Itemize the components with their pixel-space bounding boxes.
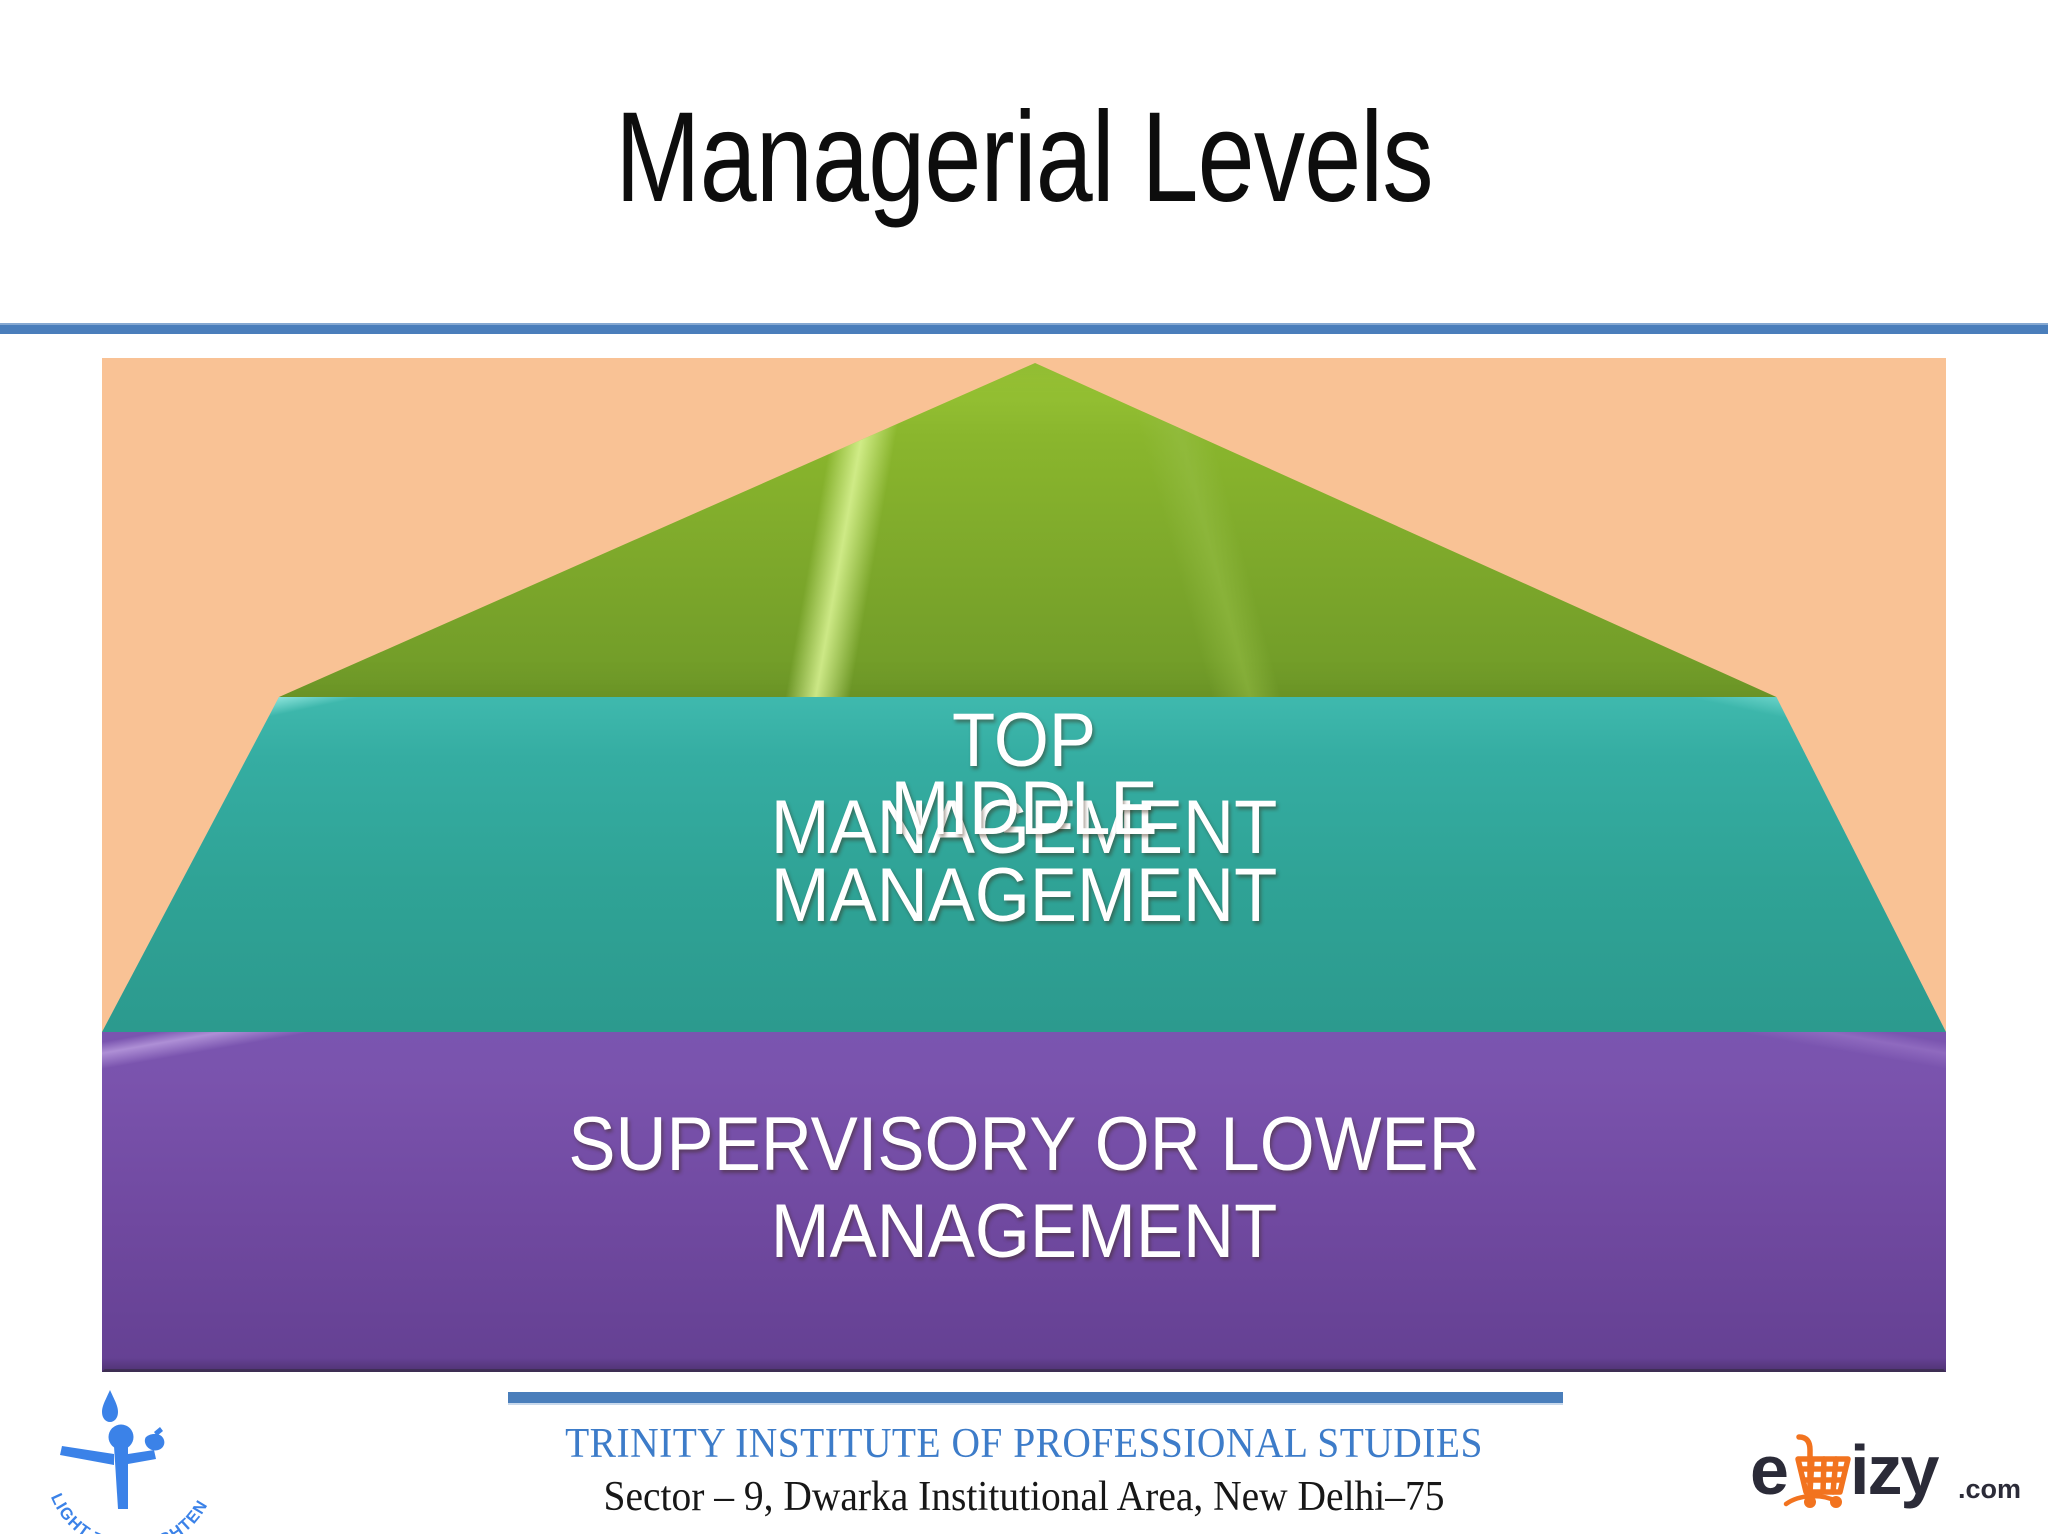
pyramid-diagram: TOP MANAGEMENT MIDDLE MANAGEMENT SUPERVI… xyxy=(102,358,1946,1372)
ebizy-logo-e: e xyxy=(1752,1431,1789,1509)
svg-text:LIGHT TO ENLIGHTEN: LIGHT TO ENLIGHTEN xyxy=(47,1491,212,1534)
footer-institute-name: TRINITY INSTITUTE OF PROFESSIONAL STUDIE… xyxy=(565,1421,1483,1467)
cart-wheel-icon xyxy=(1804,1496,1816,1508)
pyramid-tier-lower-management[interactable] xyxy=(102,1032,1946,1372)
footer-address: Sector – 9, Dwarka Institutional Area, N… xyxy=(603,1474,1445,1520)
managerial-levels-pyramid: TOP MANAGEMENT MIDDLE MANAGEMENT SUPERVI… xyxy=(102,358,1946,1372)
title-divider-rule xyxy=(0,323,2048,334)
tips-logo: LIGHT TO ENLIGHTEN xyxy=(42,1384,232,1539)
pyramid-tier-middle-management[interactable] xyxy=(102,697,1946,1032)
shopping-cart-icon xyxy=(1783,1434,1851,1507)
footer-divider-rule xyxy=(508,1392,1563,1405)
page-title: Managerial Levels xyxy=(615,86,1433,229)
ebizy-logo-com: .com xyxy=(1958,1474,2021,1504)
ebizy-logo: e izy .com xyxy=(1750,1428,2022,1520)
ebizy-logo-izy: izy xyxy=(1850,1431,1939,1509)
tips-logo-tagline: LIGHT TO ENLIGHTEN xyxy=(47,1491,210,1539)
cart-wheel-icon xyxy=(1830,1496,1842,1508)
pyramid-tier-top-management[interactable] xyxy=(279,363,1777,697)
